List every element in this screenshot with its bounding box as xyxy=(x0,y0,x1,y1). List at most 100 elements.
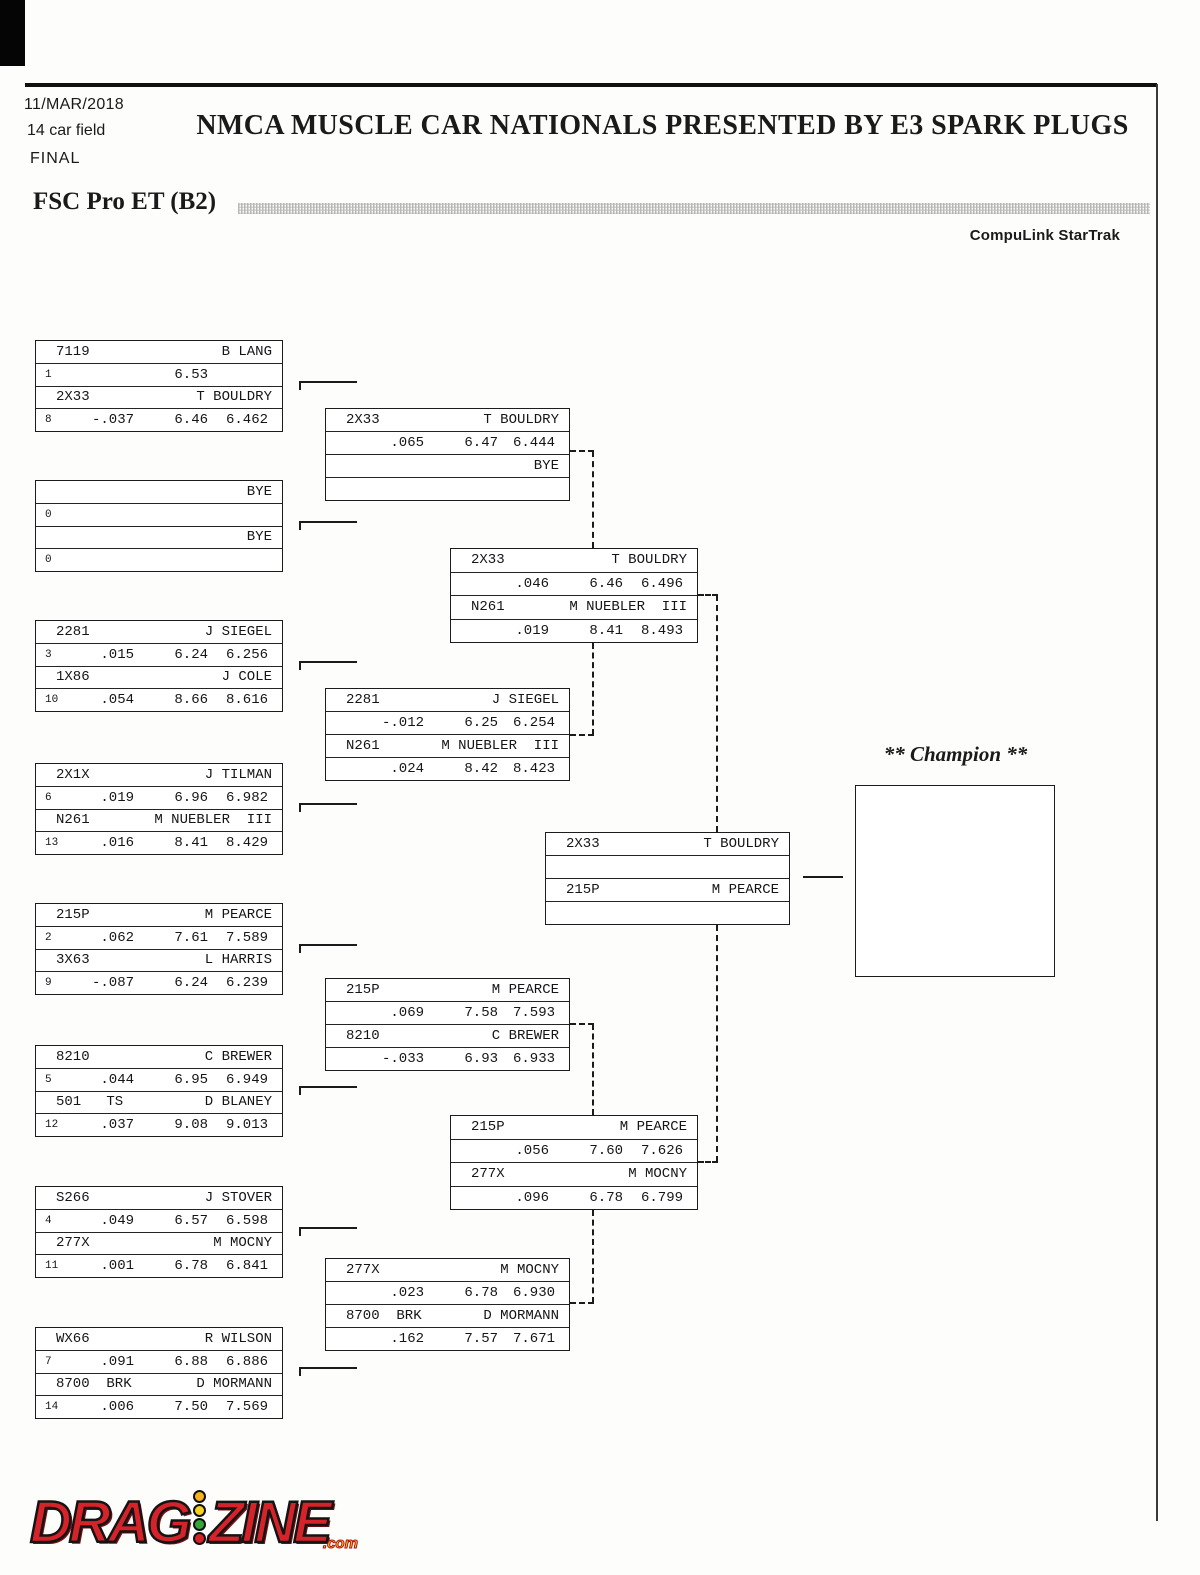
connector-line xyxy=(299,803,357,805)
dial-in: 6.46 xyxy=(589,575,623,592)
event-date: 11/MAR/2018 xyxy=(24,96,124,113)
dial-in: 6.95 xyxy=(174,1071,208,1088)
reaction-time: .037 xyxy=(100,1117,134,1134)
elapsed-time: 6.930 xyxy=(512,1285,555,1301)
entrant-stats-row xyxy=(546,855,789,878)
car-number: 8210 xyxy=(56,1048,90,1065)
dial-in: 6.25 xyxy=(464,715,498,731)
car-number: 2X1X xyxy=(56,766,90,783)
right-edge-rule xyxy=(1156,84,1158,1521)
connector-tick xyxy=(299,381,301,390)
car-number: 501 TS xyxy=(56,1094,124,1111)
driver-name: B LANG xyxy=(221,343,272,360)
reaction-time: .096 xyxy=(515,1189,549,1206)
reaction-time: .019 xyxy=(100,789,134,806)
reaction-time: .006 xyxy=(100,1399,134,1416)
entrant-stats-row xyxy=(546,901,789,924)
dial-in: 7.61 xyxy=(174,929,208,946)
car-number: 2X33 xyxy=(56,389,90,406)
champion-label: ** Champion ** xyxy=(883,742,1028,766)
car-number: S266 xyxy=(56,1189,90,1206)
car-number: 215P xyxy=(56,906,90,923)
elapsed-time: 6.256 xyxy=(225,646,268,663)
reaction-time: .046 xyxy=(515,575,549,592)
car-number: 2X33 xyxy=(471,552,505,569)
driver-name: J STOVER xyxy=(204,1189,272,1206)
dial-in: 7.58 xyxy=(464,1005,498,1021)
elapsed-time: 6.886 xyxy=(225,1353,268,1370)
dial-in: 6.24 xyxy=(174,975,208,992)
dial-in: 7.60 xyxy=(589,1142,623,1159)
scan-artifact-corner xyxy=(0,0,25,66)
elapsed-time: 6.239 xyxy=(225,975,268,992)
dial-in: 7.57 xyxy=(464,1331,498,1347)
dial-in: 6.47 xyxy=(464,435,498,451)
car-number: 215P xyxy=(346,982,380,998)
connector-tick xyxy=(299,1367,301,1376)
driver-name: J SIEGEL xyxy=(491,692,559,708)
reaction-time: .054 xyxy=(100,692,134,709)
connector-dashed-line xyxy=(570,1023,594,1025)
elapsed-time: 6.598 xyxy=(225,1212,268,1229)
car-number: N261 xyxy=(56,812,90,829)
driver-name: R WILSON xyxy=(204,1330,272,1347)
connector-dashed-line xyxy=(592,451,594,548)
seed-number: 1 xyxy=(45,368,52,381)
connector-tick xyxy=(299,661,301,670)
connector-dashed-line xyxy=(698,594,718,596)
dial-in: 8.41 xyxy=(589,622,623,639)
reaction-time: .015 xyxy=(100,646,134,663)
connector-line xyxy=(299,381,357,383)
elapsed-time: 6.444 xyxy=(512,435,555,451)
car-number: WX66 xyxy=(56,1330,90,1347)
car-number: 1X86 xyxy=(56,669,90,686)
entrant-name-row: S266 J STOVER xyxy=(36,1187,282,1209)
class-title: FSC Pro ET (B2) xyxy=(33,188,217,215)
driver-name: C BREWER xyxy=(204,1048,272,1065)
elapsed-time: 6.799 xyxy=(640,1189,683,1206)
logo-text-com: .com xyxy=(322,1535,358,1553)
reaction-time: -.037 xyxy=(91,412,134,429)
reaction-time: .069 xyxy=(390,1005,424,1021)
dial-in: 6.78 xyxy=(464,1285,498,1301)
entrant-stats-row: 0 xyxy=(36,502,282,526)
driver-name: M NUEBLER III xyxy=(154,812,272,829)
dial-in: 6.53 xyxy=(174,366,208,383)
connector-line xyxy=(299,1367,357,1369)
driver-name: T BOULDRY xyxy=(483,412,559,428)
seed-number: 6 xyxy=(45,791,52,804)
seed-number: 11 xyxy=(45,1260,59,1273)
dial-in: 8.66 xyxy=(174,692,208,709)
dial-in: 6.78 xyxy=(174,1258,208,1275)
entrant-name-row: N261 M NUEBLER III xyxy=(36,808,282,832)
logo-text-zine: ZINE xyxy=(208,1489,334,1555)
entrant-name-row: BYE xyxy=(36,525,282,549)
driver-name: T BOULDRY xyxy=(611,552,687,569)
elapsed-time: 7.593 xyxy=(512,1005,555,1021)
